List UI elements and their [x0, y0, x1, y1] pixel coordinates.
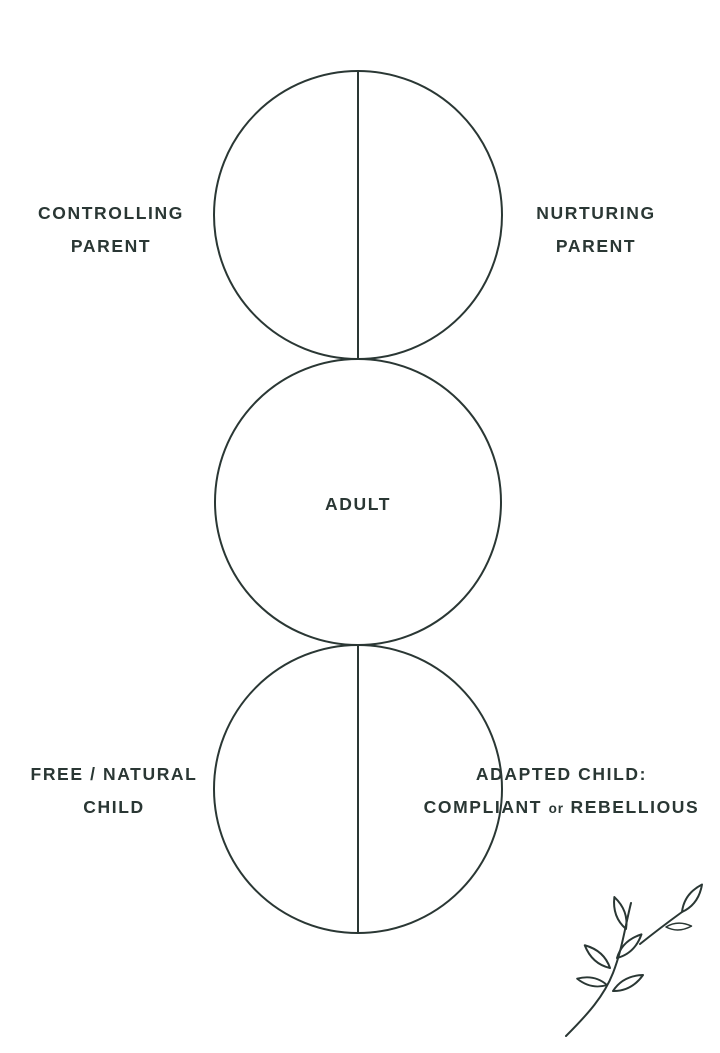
free-natural-child-line1: FREE / NATURAL	[30, 764, 198, 784]
leaf-branch-icon	[565, 883, 703, 1037]
free-natural-child-line2: CHILD	[83, 797, 145, 817]
adult-label: ADULT	[258, 488, 458, 521]
free-natural-child-label: FREE / NATURAL CHILD	[0, 758, 228, 824]
adapted-child-line2: COMPLIANT or REBELLIOUS	[403, 791, 720, 825]
controlling-parent-line1: CONTROLLING	[38, 203, 184, 223]
adult-label-text: ADULT	[325, 494, 391, 514]
nurturing-parent-line1: NURTURING	[536, 203, 656, 223]
nurturing-parent-label: NURTURING PARENT	[487, 197, 705, 263]
adapted-child-compliant: COMPLIANT	[423, 797, 543, 817]
adapted-child-line1: ADAPTED CHILD:	[475, 764, 648, 784]
adapted-child-rebellious: REBELLIOUS	[570, 797, 700, 817]
controlling-parent-label: CONTROLLING PARENT	[0, 197, 222, 263]
adapted-child-label: ADAPTED CHILD: COMPLIANT or REBELLIOUS	[403, 758, 720, 825]
controlling-parent-line2: PARENT	[70, 236, 152, 256]
nurturing-parent-line2: PARENT	[555, 236, 637, 256]
adapted-child-or: or	[548, 801, 565, 816]
